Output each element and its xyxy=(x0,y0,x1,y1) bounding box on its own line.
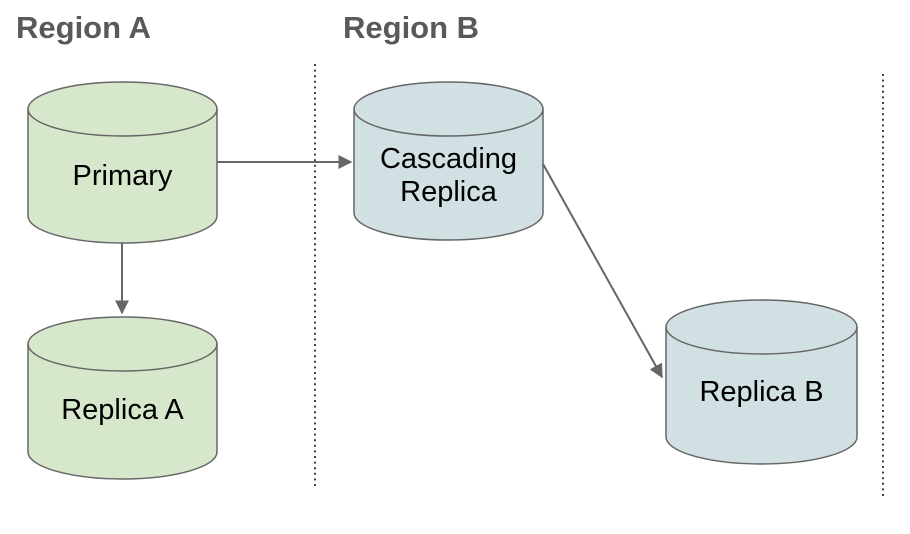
region-a-title: Region A xyxy=(16,10,151,45)
replica-a-cylinder-top-arc xyxy=(27,343,218,372)
replica-b-cylinder-body xyxy=(665,299,858,465)
replica-b-node-label: Replica B xyxy=(699,376,824,408)
node-cascading-replica xyxy=(353,81,544,241)
cascading-replica-node-label: Cascading Replica xyxy=(379,143,518,208)
cascading-replica-cylinder-body xyxy=(353,81,544,241)
primary-cylinder-top-arc xyxy=(27,108,218,137)
edge-cascading-replica-to-replica-b-arrow xyxy=(542,163,663,379)
replica-a-cylinder-body xyxy=(27,316,218,480)
replica-b-cylinder-top-arc xyxy=(665,326,858,355)
primary-cylinder-body xyxy=(27,81,218,244)
node-replica-b xyxy=(665,299,858,465)
region-b-title: Region B xyxy=(343,10,480,45)
node-replica-a xyxy=(27,316,218,480)
replica-a-node-label: Replica A xyxy=(61,394,184,426)
cascading-replica-cylinder-top-arc xyxy=(353,108,544,137)
node-primary xyxy=(27,81,218,244)
primary-node-label: Primary xyxy=(72,160,173,192)
